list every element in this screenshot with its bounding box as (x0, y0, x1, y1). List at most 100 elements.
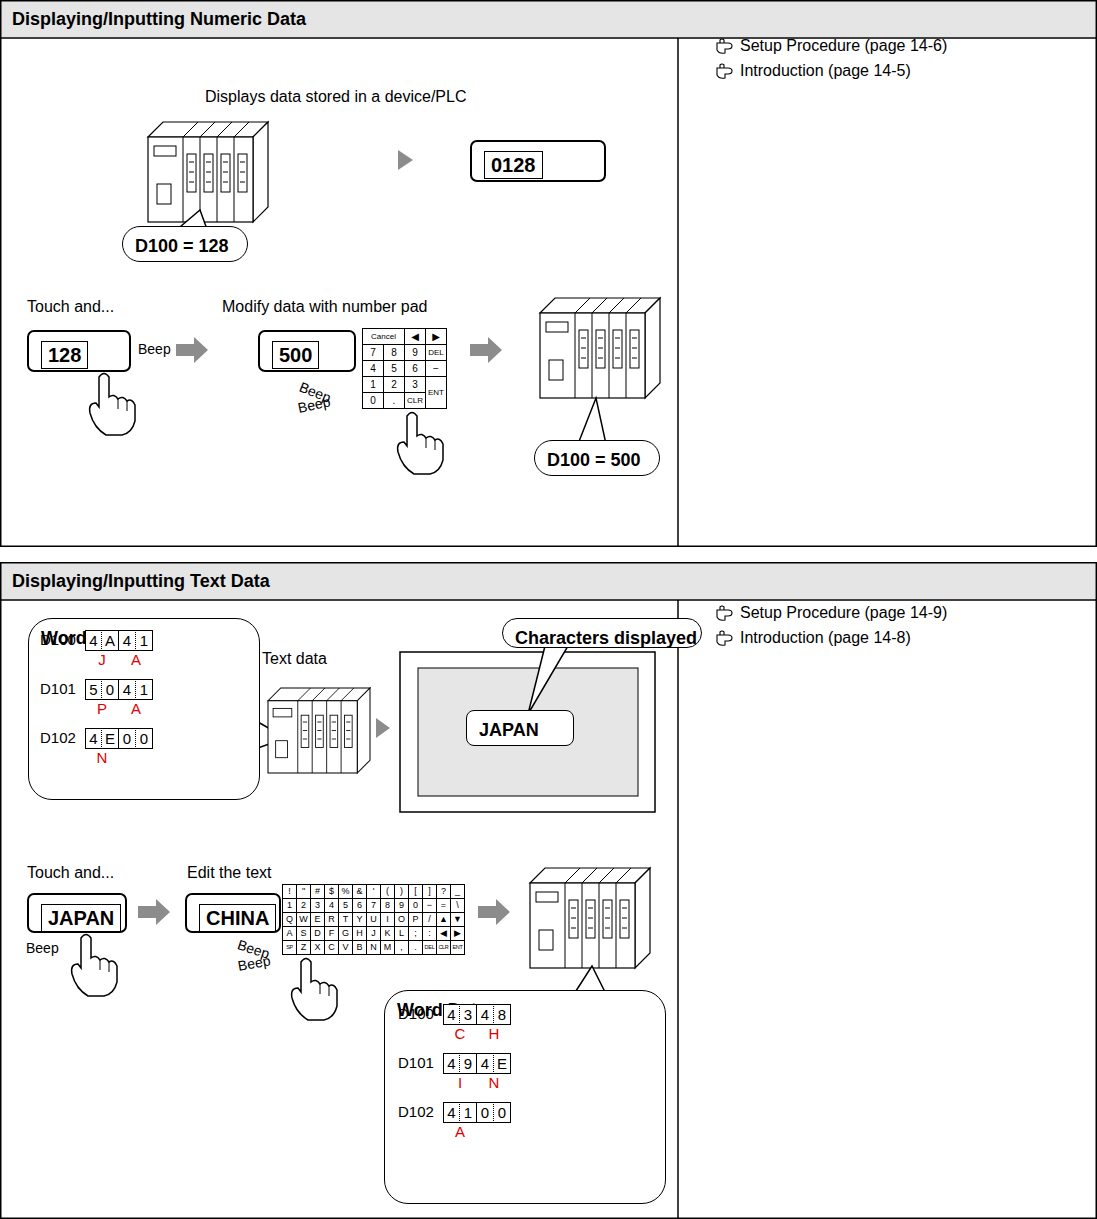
step-label: Touch and... (27, 298, 114, 316)
hex-digit-cell: 4 (118, 630, 136, 651)
keyboard-key: & (352, 884, 367, 899)
keyboard-key: 3 (310, 898, 325, 913)
keyboard-key: E (310, 912, 325, 927)
keyboard-key: N (366, 940, 381, 955)
description: Text data (262, 650, 327, 668)
keyboard-key: . (408, 940, 423, 955)
hex-digit-cell: 0 (493, 1102, 511, 1123)
hex-digit-cell: 0 (101, 679, 119, 700)
keyboard-key: ▼ (450, 912, 465, 927)
cross-reference: Setup Procedure (page 14-9) (740, 604, 947, 622)
hex-digit-cell: 1 (135, 630, 153, 651)
panel: Displaying/Inputting Text DataWord Data C… (0, 562, 1097, 1219)
keyboard-key: W (296, 912, 311, 927)
keyboard-key: ? (436, 884, 451, 899)
keyboard-key: T (338, 912, 353, 927)
keyboard-key: S (296, 926, 311, 941)
hex-digit-cell: 4 (85, 630, 102, 651)
hex-digit-cell: 4 (118, 679, 136, 700)
display-text: JAPAN (479, 720, 539, 741)
keyboard-key: ▲ (436, 912, 451, 927)
panel-heading: Displaying/Inputting Text Data (12, 571, 270, 592)
device-address: D100 (398, 1005, 434, 1022)
hex-digit-cell: 4 (476, 1053, 494, 1074)
hex-digit-cell: 4 (443, 1004, 460, 1025)
beep-sound: Beep (138, 341, 171, 357)
keyboard-key: U (366, 912, 381, 927)
keyboard-key: H (352, 926, 367, 941)
device-address: D101 (40, 680, 76, 697)
text-display: CHINA (185, 893, 281, 933)
keyboard-key: M (380, 940, 395, 955)
keyboard-key: 2 (296, 898, 311, 913)
device-address: D102 (398, 1103, 434, 1120)
ascii-character: I (448, 1074, 472, 1092)
keyboard-key: − (422, 898, 437, 913)
hex-digit-cell: 0 (476, 1102, 494, 1123)
keyboard-key: 1 (282, 898, 297, 913)
callout-text: Characters displayed (515, 628, 697, 649)
keyboard-key: D (310, 926, 325, 941)
device-value: D100 = 500 (547, 450, 641, 471)
keyboard-key: I (380, 912, 395, 927)
hex-digit-cell: 0 (135, 728, 153, 749)
hex-digit-cell: 4 (476, 1004, 494, 1025)
hex-digit-cell: 0 (118, 728, 136, 749)
screen-text-box: JAPAN (466, 710, 574, 746)
keyboard-key: 4 (324, 898, 339, 913)
keypad-key: 5 (383, 360, 405, 377)
step-label: Modify data with number pad (222, 298, 427, 316)
keypad-key: − (425, 360, 447, 377)
numeric-display: 0128 (470, 140, 606, 182)
keyboard-key: V (338, 940, 353, 955)
ascii-character: N (90, 749, 114, 767)
hex-digit-cell: 4 (443, 1053, 460, 1074)
word-data-bubble: Word Data (384, 990, 666, 1204)
display-text: JAPAN (41, 904, 121, 932)
display-text: CHINA (199, 904, 276, 932)
device-value: D100 = 128 (135, 236, 229, 257)
keypad-key: 4 (362, 360, 384, 377)
keyboard-key: ) (394, 884, 409, 899)
keyboard-key: _ (450, 884, 465, 899)
callout-bubble: D100 = 128 (122, 226, 248, 262)
keyboard-key: ENT (450, 940, 465, 955)
step-label: Touch and... (27, 864, 114, 882)
keyboard-key: Z (296, 940, 311, 955)
keyboard-key: # (310, 884, 325, 899)
step-label: Edit the text (187, 864, 272, 882)
beep-sound: Beep (237, 952, 272, 973)
keyboard-key: Q (282, 912, 297, 927)
beep-sound: Beep (26, 940, 59, 956)
keyboard-key: K (380, 926, 395, 941)
numeric-display: 128 (27, 330, 131, 372)
cross-reference: Introduction (page 14-8) (740, 629, 911, 647)
keyboard-key: 6 (352, 898, 367, 913)
ascii-character: H (482, 1025, 506, 1043)
keypad-key: ENT (425, 376, 447, 409)
keyboard-key: ( (380, 884, 395, 899)
keyboard-key: SP (282, 940, 297, 955)
keypad-key: ◀ (404, 328, 426, 345)
panel: Displaying/Inputting Numeric Data0128D10… (0, 0, 1097, 547)
ascii-character: A (124, 700, 148, 718)
keyboard-key: : (422, 926, 437, 941)
keyboard-key: 9 (394, 898, 409, 913)
keyboard-key: / (422, 912, 437, 927)
device-address: D102 (40, 729, 76, 746)
hex-digit-cell: A (101, 630, 119, 651)
keyboard-key: F (324, 926, 339, 941)
hex-digit-cell: 1 (459, 1102, 477, 1123)
cross-reference: Introduction (page 14-5) (740, 62, 911, 80)
keyboard-key: 7 (366, 898, 381, 913)
callout-bubble: Characters displayed (502, 618, 702, 648)
hex-digit-cell: E (493, 1053, 511, 1074)
keypad-key: CLR (404, 392, 426, 409)
keyboard-key: DEL (422, 940, 437, 955)
keyboard-key: ] (422, 884, 437, 899)
keyboard-key: 8 (380, 898, 395, 913)
keyboard-key: X (310, 940, 325, 955)
keypad-key: 8 (383, 344, 405, 361)
ascii-character: A (124, 651, 148, 669)
ascii-character: A (448, 1123, 472, 1141)
